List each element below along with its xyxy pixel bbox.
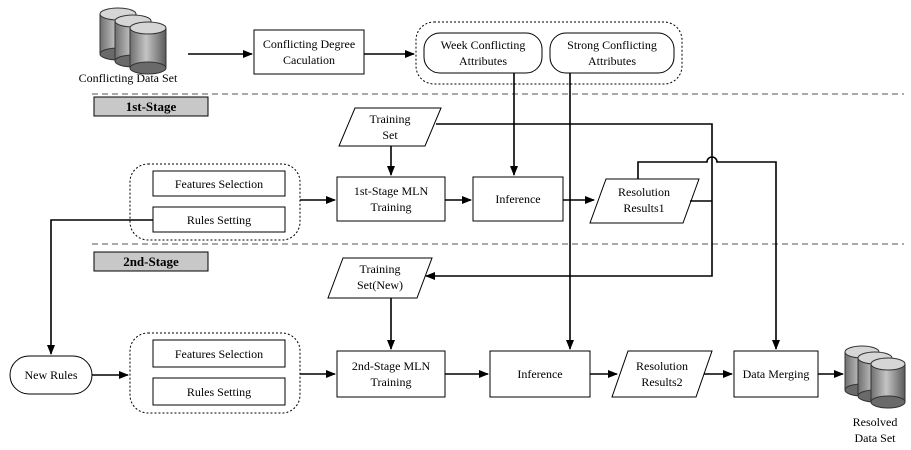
conflicting-data-set-label: Conflicting Data Set bbox=[79, 71, 178, 85]
stage2-rules-setting bbox=[152, 377, 286, 406]
conflicting-degree-line1: Conflicting Degree bbox=[263, 37, 355, 51]
stage2-config-group bbox=[129, 332, 301, 414]
stage1-training-set-line1: Training bbox=[370, 112, 411, 126]
arrow-rules-to-new-rules bbox=[47, 219, 153, 355]
strong-conflicting-line1: Strong Conflicting bbox=[567, 38, 657, 52]
resolved-data-set-line2: Data Set bbox=[855, 431, 897, 445]
stage2-label-box bbox=[93, 251, 209, 272]
stage2-training-set-line2: Set(New) bbox=[357, 278, 403, 292]
stage2-features-selection bbox=[152, 339, 286, 368]
stage1-rules-setting bbox=[152, 206, 286, 233]
resolved-data-set-icon bbox=[844, 345, 906, 409]
new-rules-label: New Rules bbox=[25, 368, 78, 382]
stage1-mln-line2: Training bbox=[371, 200, 412, 214]
stage2-features-selection-label: Features Selection bbox=[175, 347, 263, 361]
stage1-rules-setting-label: Rules Setting bbox=[187, 213, 251, 227]
stage2-inference-label: Inference bbox=[517, 367, 562, 381]
stage1-features-selection bbox=[152, 170, 286, 197]
strong-conflicting-attributes bbox=[549, 32, 675, 74]
strong-conflicting-line2: Attributes bbox=[588, 54, 636, 68]
stage2-rules-setting-label: Rules Setting bbox=[187, 385, 251, 399]
stage1-resolution-results bbox=[589, 178, 700, 224]
stage2-training-set bbox=[327, 257, 433, 299]
stage2-resolution-results bbox=[611, 350, 713, 398]
data-merging-label: Data Merging bbox=[743, 367, 810, 381]
stage1-inference-label: Inference bbox=[495, 192, 540, 206]
arrow-training-to-training-new bbox=[425, 123, 713, 280]
stage1-mln-line1: 1st-Stage MLN bbox=[354, 184, 429, 198]
week-conflicting-attributes bbox=[423, 32, 543, 74]
stage1-results-line2: Results1 bbox=[623, 201, 664, 215]
stage1-features-selection-label: Features Selection bbox=[175, 177, 263, 191]
stage1-training-set-line2: Set bbox=[382, 128, 398, 142]
stage1-results-line1: Resolution bbox=[618, 185, 670, 199]
stage2-results-line1: Resolution bbox=[636, 359, 688, 373]
stage2-mln-line2: Training bbox=[371, 375, 412, 389]
stage1-training-set bbox=[338, 107, 442, 147]
stage1-inference bbox=[472, 176, 564, 222]
stage2-results-line2: Results2 bbox=[641, 375, 682, 389]
arrow-results1-to-merging bbox=[637, 156, 780, 350]
stage1-config-group bbox=[129, 163, 301, 241]
conflicting-degree-line2: Caculation bbox=[283, 53, 335, 67]
week-conflicting-line2: Attributes bbox=[459, 54, 507, 68]
stage2-training-set-line1: Training bbox=[360, 262, 401, 276]
stage1-label: 1st-Stage bbox=[126, 99, 177, 114]
stage2-mln-training bbox=[336, 350, 446, 398]
stage2-label: 2nd-Stage bbox=[123, 254, 179, 269]
connectors bbox=[47, 50, 844, 379]
conflicting-data-set-icon bbox=[99, 7, 167, 75]
stage1-label-box bbox=[93, 96, 209, 117]
conflicting-degree-box bbox=[253, 29, 365, 75]
stage1-mln-training bbox=[336, 176, 446, 222]
week-conflicting-line1: Week Conflicting bbox=[441, 38, 526, 52]
resolved-data-set-line1: Resolved bbox=[853, 415, 898, 429]
stage2-mln-line1: 2nd-Stage MLN bbox=[352, 359, 431, 373]
